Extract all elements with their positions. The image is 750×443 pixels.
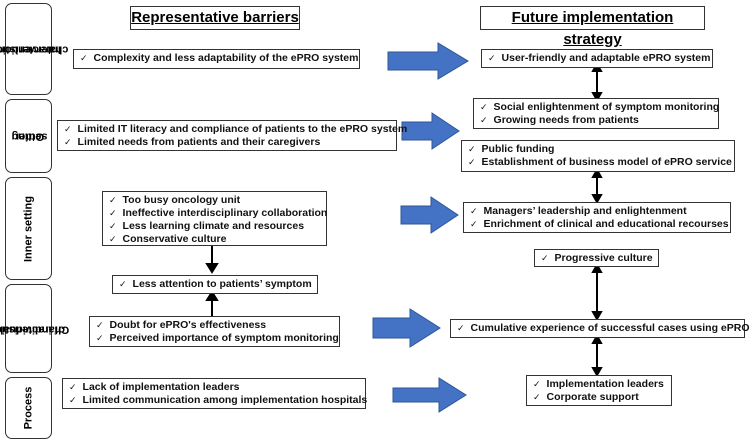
barrier-box-inner: Too busy oncology unit Ineffective inter…	[102, 191, 327, 246]
header-future-strategy: Future implementation strategy	[480, 6, 705, 48]
strategy-box-leadership: Managers’ leadership and enlightenment E…	[463, 202, 731, 233]
list-item: Limited communication among implementati…	[69, 394, 368, 407]
list-item: Limited needs from patients and their ca…	[64, 136, 390, 149]
domain-characteristics-of-individuals: Characteristicsof individuals	[0, 284, 68, 373]
barrier-box-outer: Limited IT literacy and compliance of pa…	[57, 120, 408, 151]
list-item: Too busy oncology unit	[109, 194, 320, 207]
list-item: Public funding	[468, 143, 728, 156]
barrier-box-individuals: Doubt for ePRO's effectiveness Perceived…	[89, 316, 340, 347]
list-item: Establishment of business model of ePRO …	[468, 156, 732, 169]
list-item: Perceived importance of symptom monitori…	[96, 332, 339, 345]
block-arrow-process	[392, 377, 467, 413]
list-item: Conservative culture	[109, 233, 320, 246]
list-item: Less attention to patients’ symptom	[119, 278, 312, 291]
list-item: Social enlightenment of symptom monitori…	[480, 101, 720, 114]
list-item: Implementation leaders	[533, 378, 665, 391]
list-item: Doubt for ePRO's effectiveness	[96, 319, 333, 332]
domain-intervention-characteristics: Interventioncharacteristics	[0, 3, 67, 95]
list-item: User-friendly and adaptable ePRO system	[488, 52, 711, 65]
list-item: Corporate support	[533, 391, 665, 404]
strategy-box-experience: Cumulative experience of successful case…	[450, 319, 750, 338]
list-item: Managers’ leadership and enlightenment	[470, 205, 724, 218]
list-item: Lack of implementation leaders	[69, 381, 359, 394]
block-arrow-individuals	[372, 308, 441, 348]
barrier-box-attention: Less attention to patients’ symptom	[112, 275, 318, 294]
list-item: Enrichment of clinical and educational r…	[470, 218, 729, 231]
barrier-box-intervention: Complexity and less adaptability of the …	[73, 49, 360, 69]
header-left-text: Representative barriers	[131, 9, 299, 26]
block-arrows	[372, 42, 469, 413]
list-item: Complexity and less adaptability of the …	[80, 52, 359, 65]
header-right-text: Future implementation strategy	[511, 9, 674, 48]
list-item: Growing needs from patients	[480, 114, 712, 127]
list-item: Less learning climate and resources	[109, 220, 320, 233]
domain-process: Process	[5, 377, 52, 439]
block-arrow-outer	[401, 112, 460, 150]
strategy-box-leaders: Implementation leaders Corporate support	[526, 375, 672, 406]
list-item: Limited IT literacy and compliance of pa…	[64, 123, 408, 136]
strategy-box-progressive: Progressive culture	[534, 249, 659, 267]
domain-inner-setting: Inner setting	[5, 177, 52, 280]
strategy-box-funding: Public funding Establishment of business…	[461, 140, 735, 172]
strategy-box-social: Social enlightenment of symptom monitori…	[473, 98, 719, 129]
list-item: Ineffective interdisciplinary collaborat…	[109, 207, 328, 220]
list-item: Progressive culture	[541, 252, 653, 265]
list-item: Cumulative experience of successful case…	[457, 322, 750, 335]
block-arrow-intervention	[387, 42, 469, 80]
strategy-box-user-friendly: User-friendly and adaptable ePRO system	[481, 49, 713, 68]
header-representative-barriers: Representative barriers	[130, 6, 300, 30]
block-arrow-inner	[400, 196, 459, 234]
barrier-box-process: Lack of implementation leaders Limited c…	[62, 378, 368, 409]
